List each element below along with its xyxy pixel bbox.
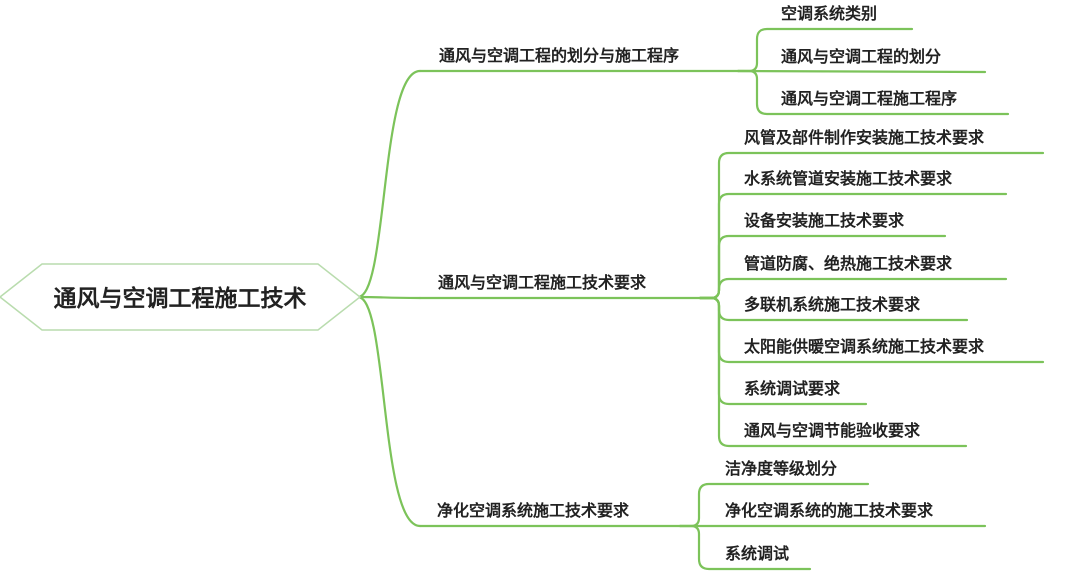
leaf-node-label: 水系统管道安装施工技术要求: [744, 169, 953, 188]
leaf-node-label: 管道防腐、绝热施工技术要求: [744, 254, 953, 273]
branch-node-label: 净化空调系统施工技术要求: [437, 501, 630, 520]
leaf-node[interactable]: 风管及部件制作安装施工技术要求: [744, 128, 985, 147]
connector-lines: [356, 27, 1045, 571]
leaf-node-label: 设备安装施工技术要求: [744, 211, 905, 230]
root-to-branch-connector: [356, 295, 422, 300]
branch-node-label: 通风与空调工程施工技术要求: [438, 273, 647, 292]
leaf-node-label: 通风与空调节能验收要求: [744, 421, 921, 440]
branch-node-construction-tech[interactable]: 通风与空调工程施工技术要求: [438, 273, 647, 292]
branch-node-cleanroom[interactable]: 净化空调系统施工技术要求: [437, 501, 630, 520]
leaf-node-label: 洁净度等级划分: [725, 459, 837, 478]
leaf-node[interactable]: 太阳能供暖空调系统施工技术要求: [743, 337, 985, 356]
leaf-node[interactable]: 水系统管道安装施工技术要求: [744, 169, 953, 188]
root-node[interactable]: 通风与空调工程施工技术: [0, 263, 362, 331]
leaf-node[interactable]: 通风与空调工程的划分: [781, 47, 941, 66]
leaf-node-label: 通风与空调工程施工程序: [781, 89, 957, 108]
leaf-node-label: 空调系统类别: [781, 4, 877, 23]
leaf-node[interactable]: 空调系统类别: [781, 4, 877, 23]
leaf-node[interactable]: 通风与空调节能验收要求: [744, 421, 921, 440]
branch-to-leaf-connector: [736, 69, 1010, 116]
root-node-label: 通风与空调工程施工技术: [54, 285, 307, 312]
leaf-node[interactable]: 设备安装施工技术要求: [744, 211, 905, 230]
branch-node-partition[interactable]: 通风与空调工程的划分与施工程序: [439, 46, 679, 65]
root-node-shape: [0, 263, 362, 331]
leaf-node[interactable]: 系统调试: [725, 544, 789, 563]
leaf-node[interactable]: 通风与空调工程施工程序: [781, 89, 957, 108]
leaf-node-label: 净化空调系统的施工技术要求: [725, 501, 934, 520]
leaf-node[interactable]: 多联机系统施工技术要求: [744, 295, 921, 314]
leaf-node-label: 风管及部件制作安装施工技术要求: [744, 128, 985, 147]
leaf-node[interactable]: 洁净度等级划分: [725, 459, 837, 478]
leaf-node[interactable]: 净化空调系统的施工技术要求: [725, 501, 934, 520]
leaf-node-label: 太阳能供暖空调系统施工技术要求: [743, 337, 985, 356]
leaf-node-label: 多联机系统施工技术要求: [744, 295, 921, 314]
leaf-node[interactable]: 管道防腐、绝热施工技术要求: [744, 254, 953, 273]
root-to-branch-connector: [356, 69, 422, 299]
branch-to-leaf-connector: [736, 69, 987, 74]
root-to-branch-connector: [356, 295, 422, 528]
leaf-node-label: 通风与空调工程的划分: [781, 47, 941, 66]
leaf-node[interactable]: 系统调试要求: [744, 379, 841, 398]
leaf-node-label: 系统调试: [725, 544, 789, 563]
leaf-node-label: 系统调试要求: [744, 379, 841, 398]
branch-to-leaf-connector: [698, 296, 968, 448]
branch-to-leaf-connector: [698, 192, 1008, 300]
branch-to-leaf-connector: [678, 524, 812, 571]
branch-node-label: 通风与空调工程的划分与施工程序: [439, 46, 679, 65]
